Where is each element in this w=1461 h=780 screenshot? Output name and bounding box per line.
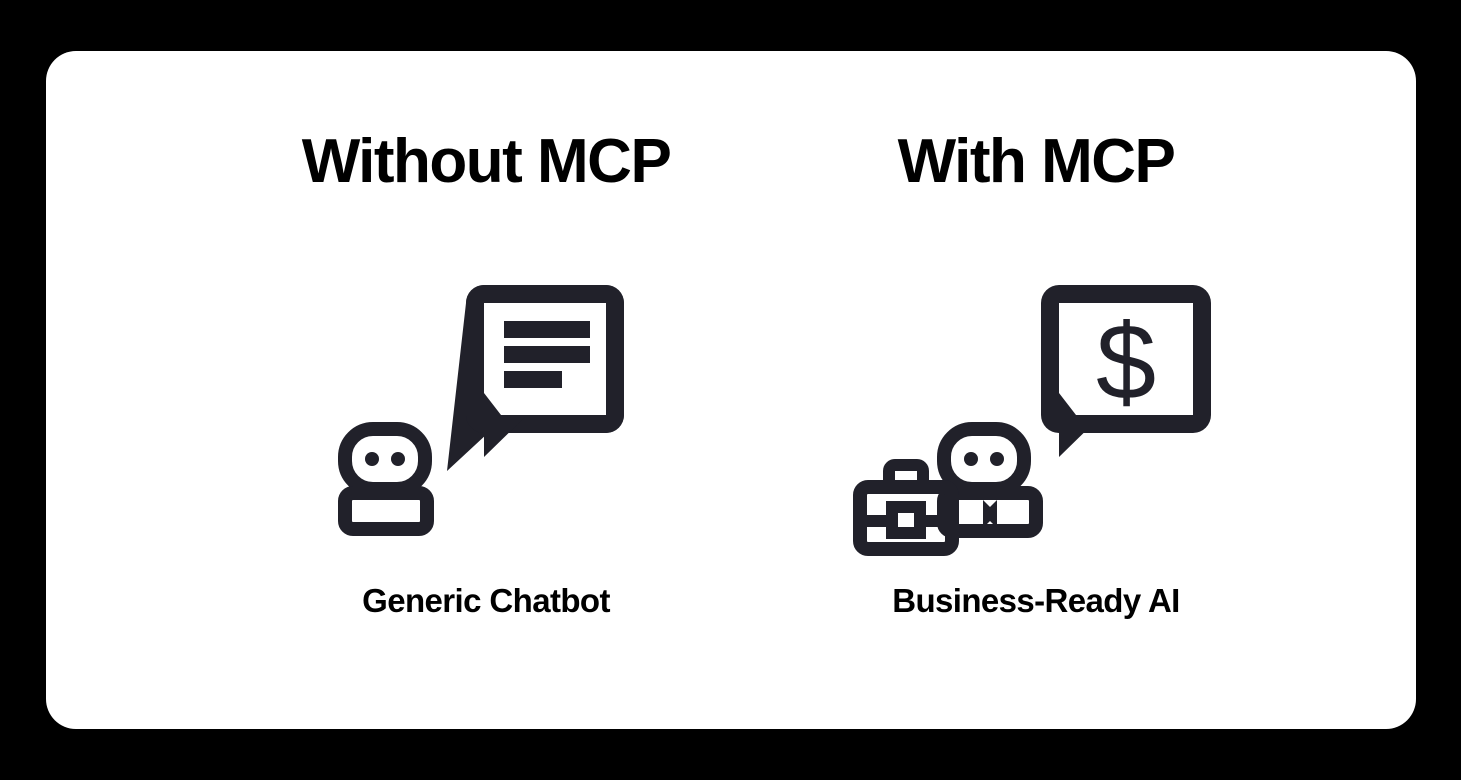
robot-head-icon <box>338 422 432 496</box>
panel-caption-generic-chatbot: Generic Chatbot <box>362 582 610 619</box>
panel-caption-business-ready-ai: Business-Ready AI <box>892 582 1180 619</box>
robot-body-icon <box>338 486 434 536</box>
panel-with-mcp: With MCP $ <box>786 51 1286 729</box>
bubble-text-line-2 <box>504 346 590 363</box>
bubble-text-line-3 <box>504 371 562 388</box>
illustration-business-ready-ai: $ <box>786 276 1286 556</box>
dollar-sign-icon: $ <box>1096 301 1156 422</box>
robot-with-text-chat-bubble-icon <box>338 285 624 536</box>
business-robot-with-dollar-bubble-icon: $ <box>853 285 1211 556</box>
panel-title-without-mcp: Without MCP <box>301 127 672 196</box>
robot-eye-right <box>990 452 1004 466</box>
bubble-text-line-1 <box>504 321 590 338</box>
panel-title-with-mcp: With MCP <box>897 127 1176 196</box>
briefcase-icon <box>853 459 959 556</box>
panel-without-mcp: Without MCP <box>186 51 786 729</box>
robot-eye-left <box>365 452 379 466</box>
illustration-generic-chatbot <box>186 276 786 546</box>
robot-eye-left <box>964 452 978 466</box>
robot-eye-right <box>391 452 405 466</box>
content-card: Without MCP <box>46 51 1416 729</box>
speech-bubble-icon <box>1041 285 1211 457</box>
robot-body-bowtie-icon <box>937 486 1043 538</box>
robot-head-icon <box>937 422 1031 496</box>
